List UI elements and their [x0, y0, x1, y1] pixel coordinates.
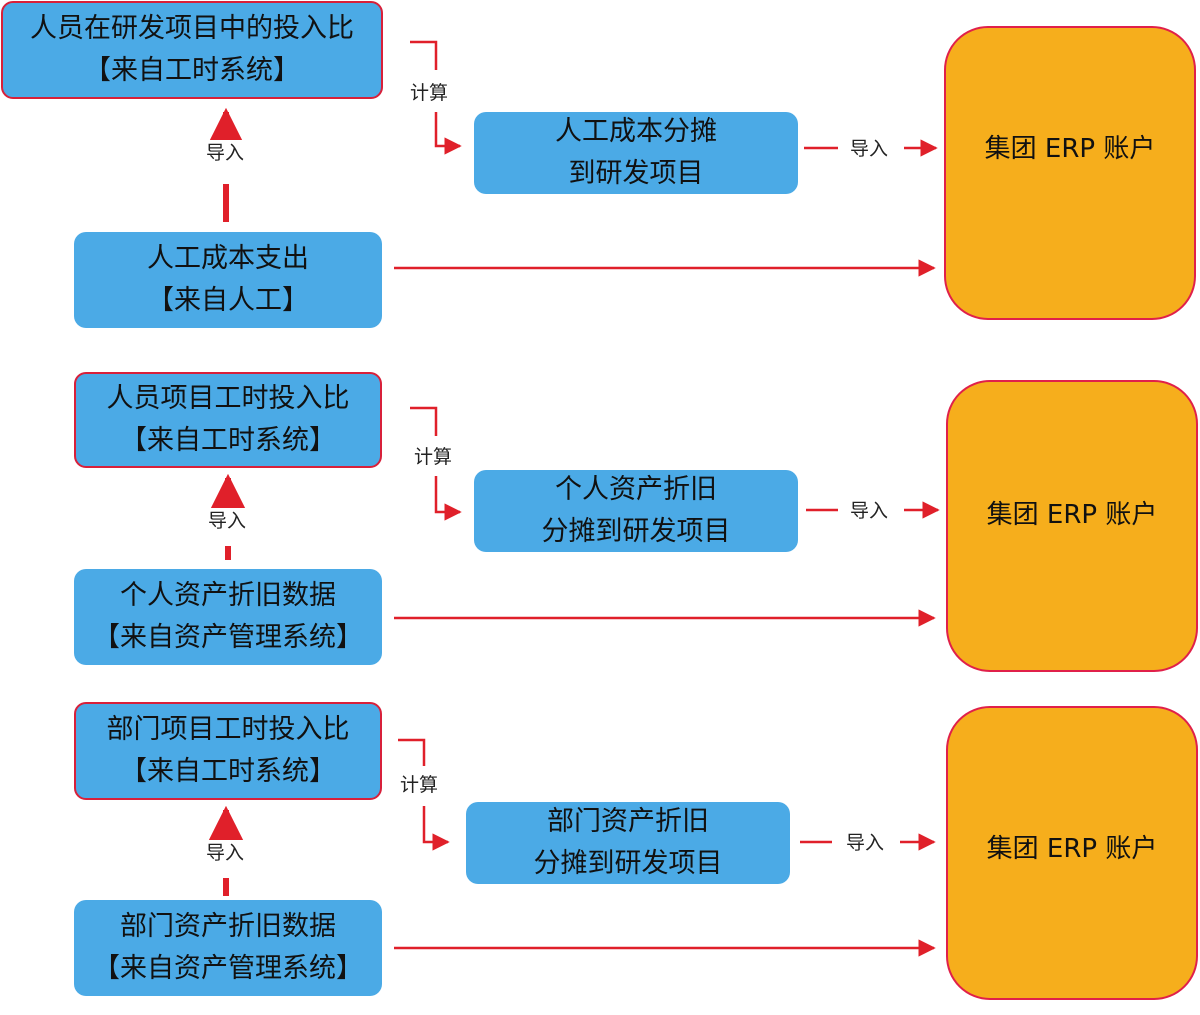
import-label-alloc-1: 导入	[846, 136, 893, 162]
ratio-line2-3: 【来自工时系统】	[120, 756, 336, 787]
source-line2-3: 【来自资产管理系统】	[93, 953, 363, 984]
calc-label-2: 计算	[410, 444, 457, 470]
allocation-line1-3: 部门资产折旧	[547, 806, 709, 837]
erp-account-box-3: 集团 ERP 账户	[946, 706, 1198, 1000]
ratio-line1-1: 人员在研发项目中的投入比	[30, 13, 354, 44]
source-line1-3: 部门资产折旧数据	[120, 911, 336, 942]
erp-account-label-2: 集团 ERP 账户	[986, 500, 1158, 530]
allocation-box-3: 部门资产折旧 分摊到研发项目	[466, 802, 790, 884]
allocation-box-2: 个人资产折旧 分摊到研发项目	[474, 470, 798, 552]
calc-label-3: 计算	[396, 772, 443, 798]
import-label-1: 导入	[202, 140, 249, 166]
calc-label-1: 计算	[406, 80, 453, 106]
allocation-line1-2: 个人资产折旧	[555, 474, 717, 505]
ratio-box-2: 人员项目工时投入比 【来自工时系统】	[74, 372, 382, 468]
import-label-3: 导入	[202, 840, 249, 866]
erp-account-box-1: 集团 ERP 账户	[944, 26, 1196, 320]
arrow-calc-1	[410, 40, 460, 146]
erp-account-label-3: 集团 ERP 账户	[986, 834, 1158, 864]
source-line1-2: 个人资产折旧数据	[120, 580, 336, 611]
erp-account-box-2: 集团 ERP 账户	[946, 380, 1198, 672]
arrow-calc-3	[398, 738, 448, 842]
allocation-line2-2: 分摊到研发项目	[541, 516, 731, 547]
source-line2-1: 【来自人工】	[147, 285, 309, 316]
ratio-box-1: 人员在研发项目中的投入比 【来自工时系统】	[1, 1, 383, 99]
import-label-alloc-2: 导入	[846, 498, 893, 524]
allocation-line2-1: 到研发项目	[568, 158, 704, 189]
source-box-2: 个人资产折旧数据 【来自资产管理系统】	[74, 569, 382, 665]
allocation-line1-1: 人工成本分摊	[555, 116, 717, 147]
erp-account-label-1: 集团 ERP 账户	[984, 134, 1156, 164]
arrow-calc-2	[410, 406, 460, 512]
allocation-box-1: 人工成本分摊 到研发项目	[474, 112, 798, 194]
ratio-line1-2: 人员项目工时投入比	[106, 383, 350, 414]
ratio-line2-1: 【来自工时系统】	[84, 55, 300, 86]
source-line1-1: 人工成本支出	[147, 243, 309, 274]
source-box-1: 人工成本支出 【来自人工】	[74, 232, 382, 328]
source-box-3: 部门资产折旧数据 【来自资产管理系统】	[74, 900, 382, 996]
import-label-2: 导入	[204, 508, 251, 534]
ratio-box-3: 部门项目工时投入比 【来自工时系统】	[74, 702, 382, 800]
ratio-line2-2: 【来自工时系统】	[120, 425, 336, 456]
ratio-line1-3: 部门项目工时投入比	[106, 714, 350, 745]
source-line2-2: 【来自资产管理系统】	[93, 622, 363, 653]
allocation-line2-3: 分摊到研发项目	[533, 848, 723, 879]
import-label-alloc-3: 导入	[842, 830, 889, 856]
